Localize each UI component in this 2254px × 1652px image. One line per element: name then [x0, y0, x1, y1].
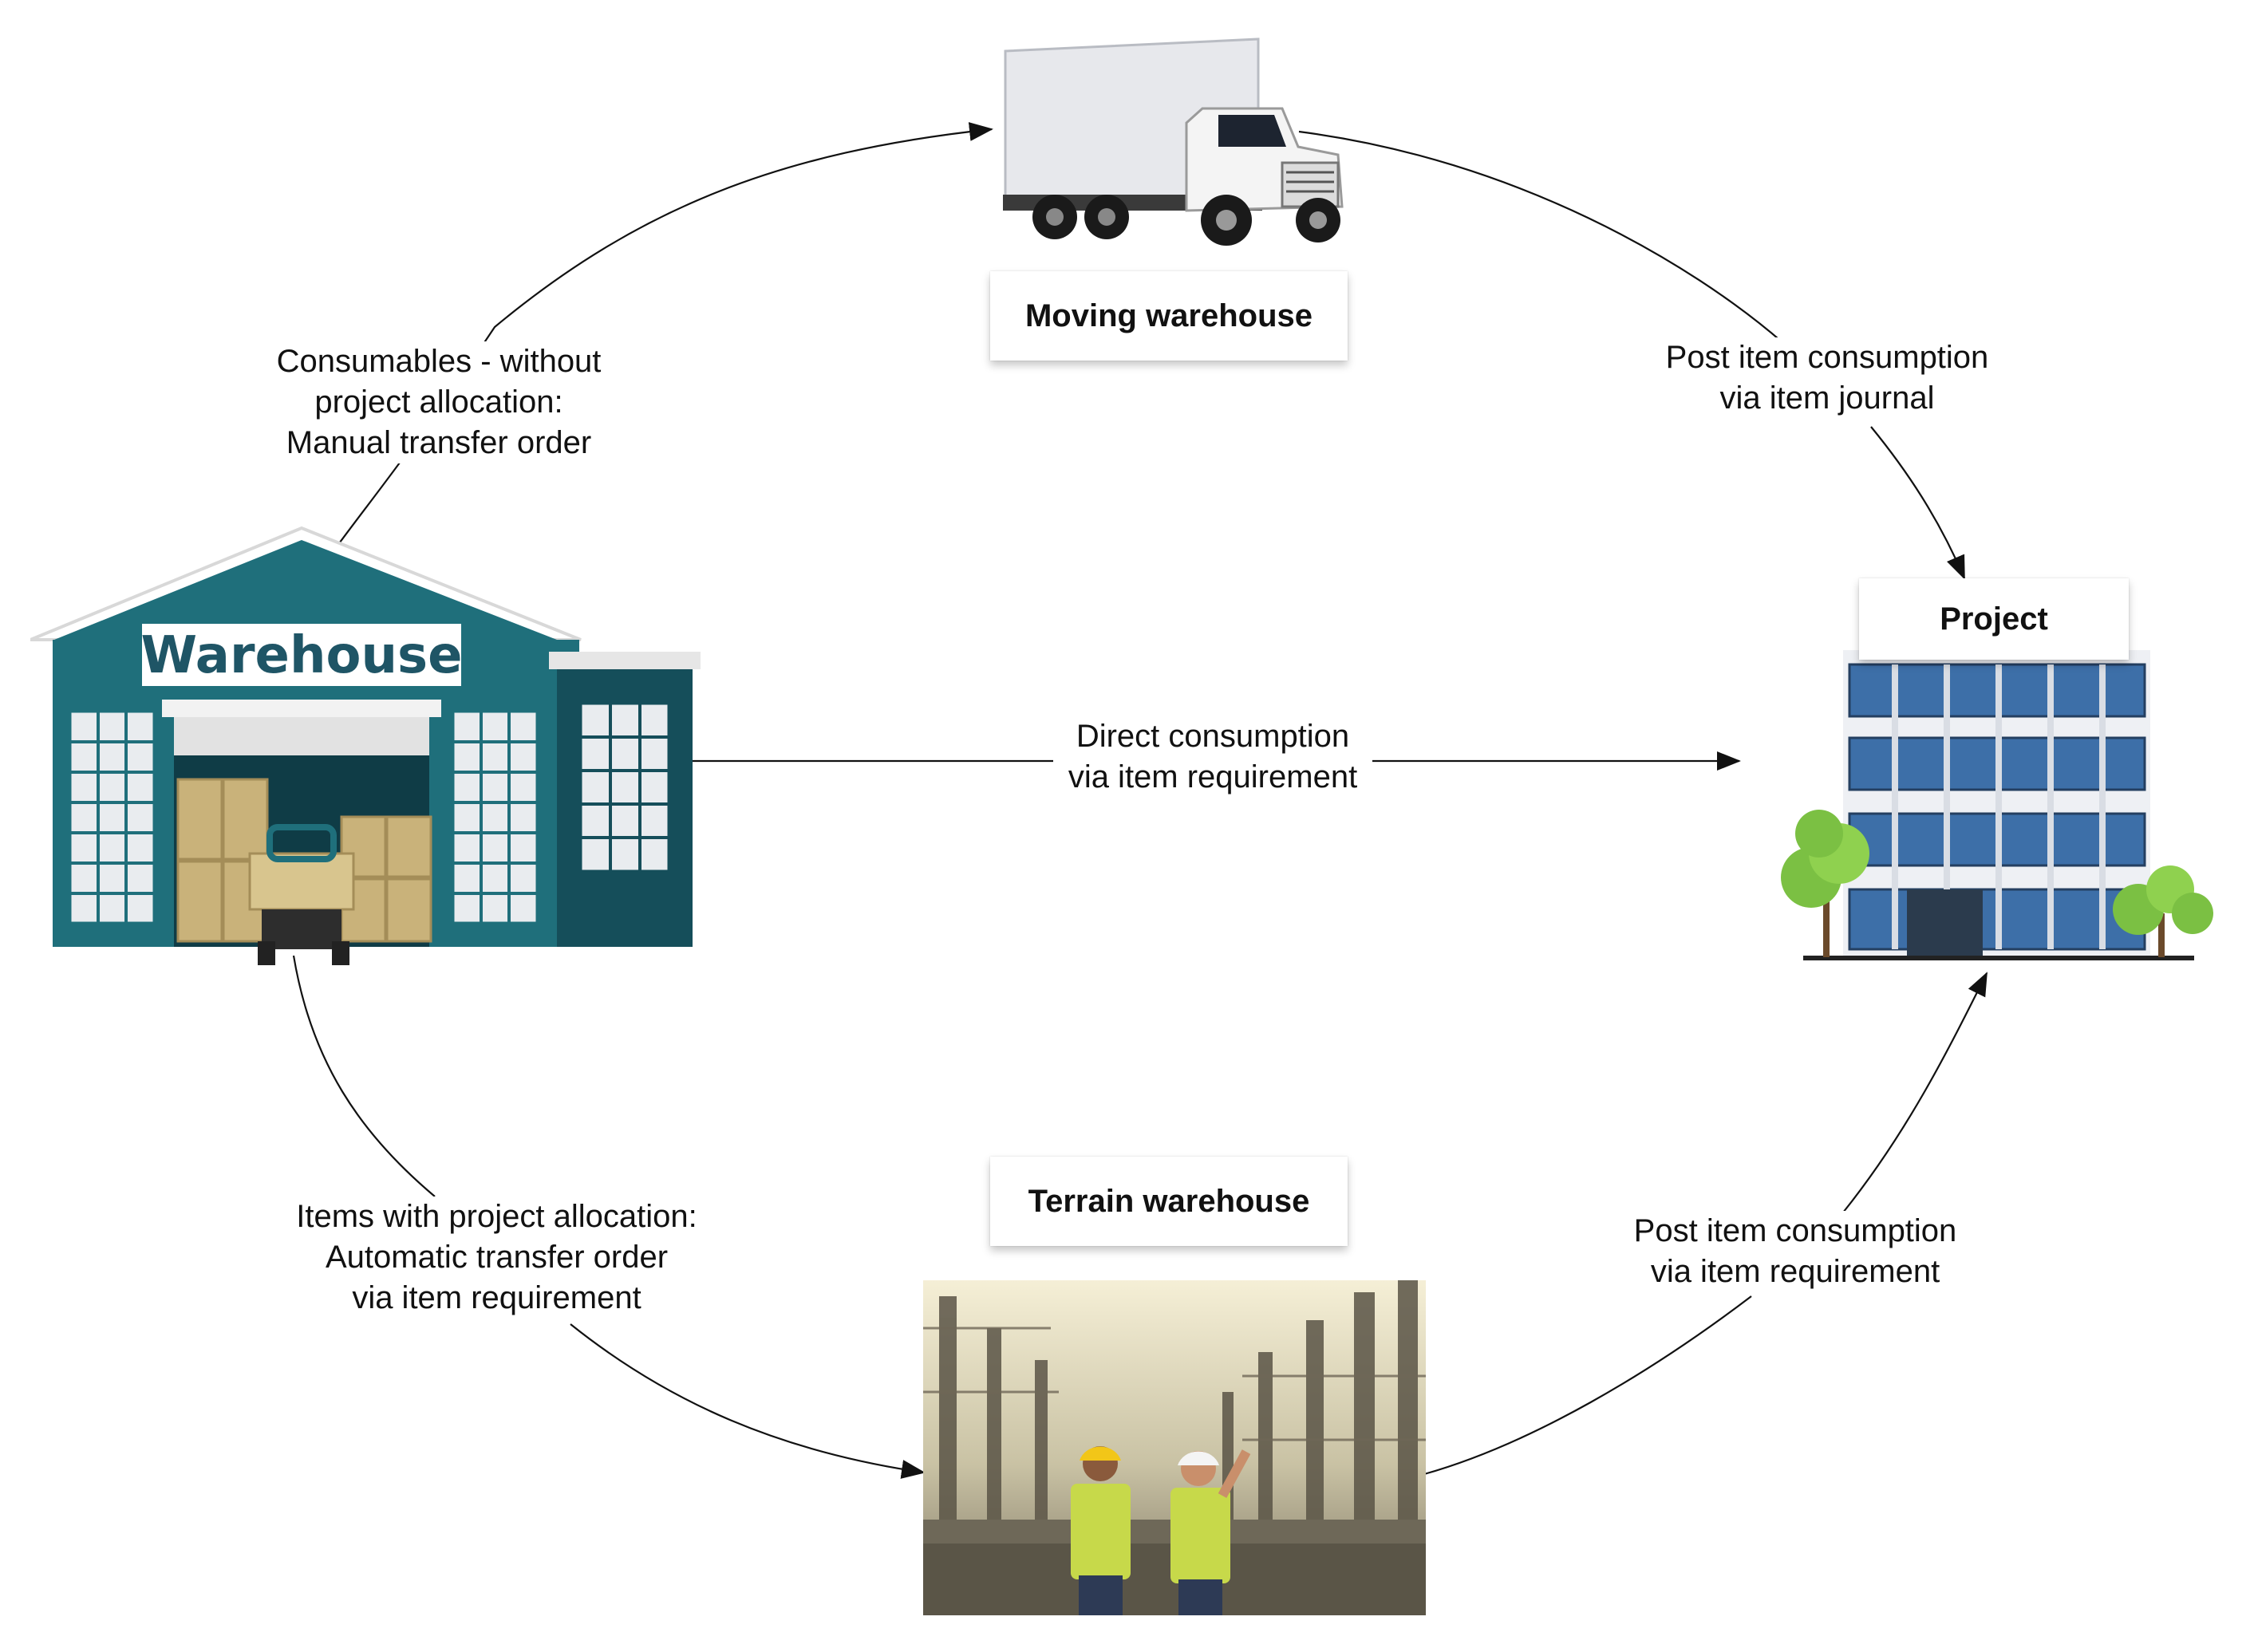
edge-warehouse-to-terrain: [292, 955, 924, 1473]
warehouse-sign-text: Warehouse: [140, 626, 462, 685]
edge-label-warehouse-to-terrain: Items with project allocation: Automatic…: [275, 1197, 718, 1319]
construction-site-photo: [923, 1280, 1426, 1615]
node-project: Project: [1859, 578, 2129, 660]
edge-label-terrain-to-project: Post item consumption via item requireme…: [1612, 1211, 1979, 1292]
node-moving-warehouse: Moving warehouse: [990, 271, 1348, 361]
node-terrain-warehouse-label: Terrain warehouse: [1028, 1183, 1310, 1219]
edge-warehouse-to-moving: [334, 122, 993, 550]
edge-label-warehouse-to-moving: Consumables - without project allocation…: [243, 341, 634, 463]
node-terrain-warehouse: Terrain warehouse: [990, 1157, 1348, 1246]
warehouse-icon: Warehouse: [30, 526, 701, 965]
office-building-icon: [1781, 650, 2213, 960]
truck-icon: [1003, 37, 1344, 246]
edge-moving-to-project: [1298, 130, 1964, 578]
edge-terrain-to-project: [1423, 973, 1987, 1476]
node-moving-warehouse-label: Moving warehouse: [1024, 298, 1313, 333]
edge-label-warehouse-to-project: Direct consumption via item requirement: [1053, 716, 1372, 798]
node-project-label: Project: [1940, 601, 2048, 637]
edge-label-moving-to-project: Post item consumption via item journal: [1644, 337, 2011, 419]
